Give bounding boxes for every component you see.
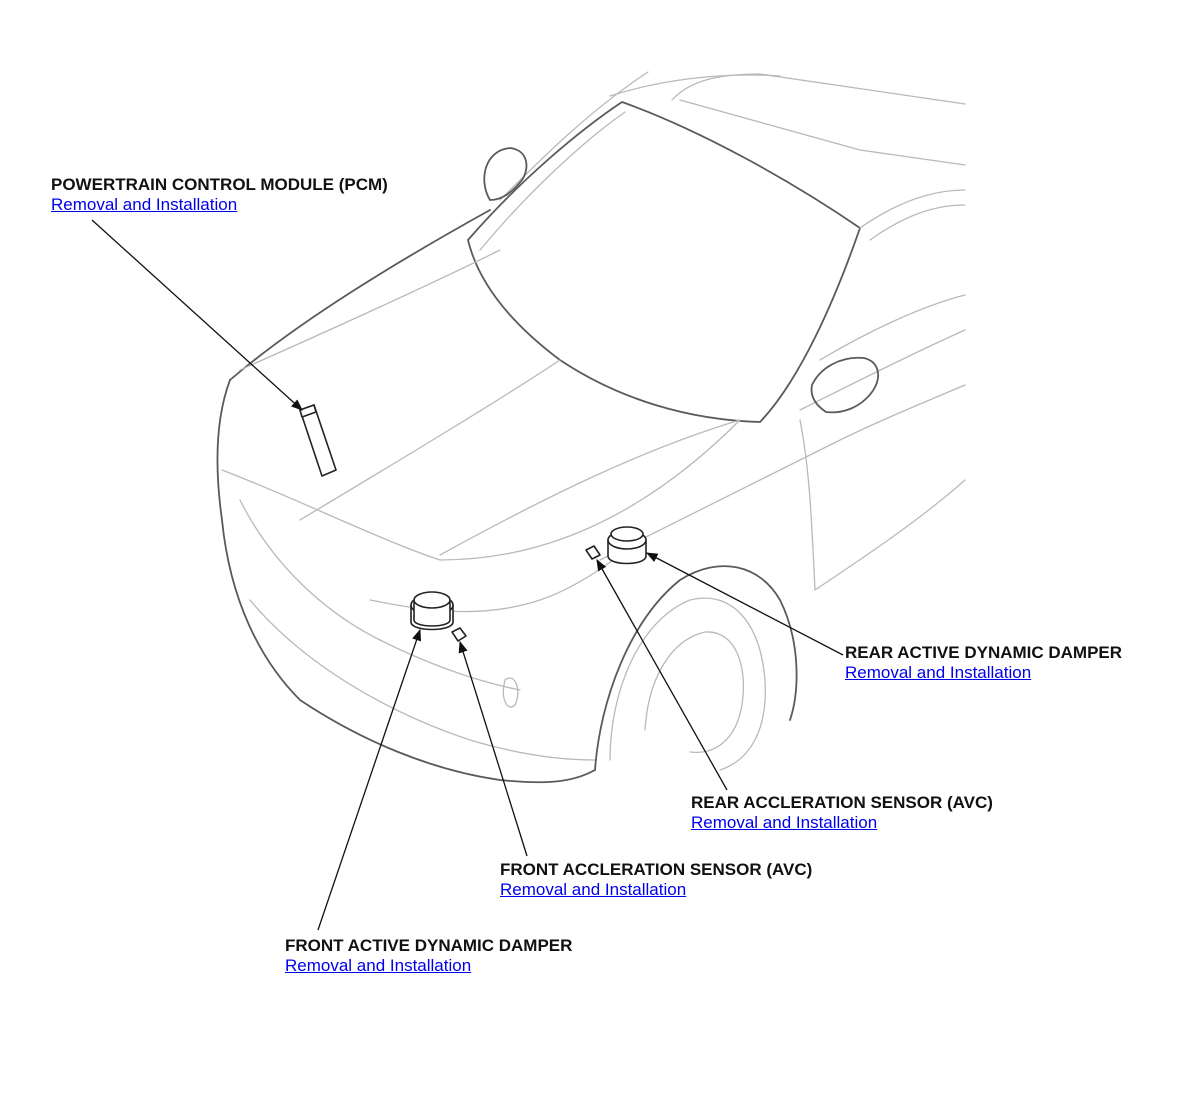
rear-sensor-callout: REAR ACCLERATION SENSOR (AVC) Removal an… bbox=[691, 793, 993, 834]
rear-damper-title: REAR ACTIVE DYNAMIC DAMPER bbox=[845, 643, 1123, 662]
front-grille bbox=[239, 499, 521, 691]
rear-sensor-removal-link[interactable]: Removal and Installation bbox=[691, 813, 878, 832]
front-damper-leader bbox=[317, 628, 422, 931]
side-window bbox=[799, 294, 966, 411]
pcm-title: POWERTRAIN CONTROL MODULE (PCM) bbox=[51, 175, 388, 194]
front-sensor-removal-link[interactable]: Removal and Installation bbox=[500, 880, 687, 899]
front-fascia bbox=[216, 379, 596, 784]
hood-crease-2 bbox=[299, 359, 561, 521]
hood-front bbox=[221, 419, 741, 561]
windshield-top bbox=[467, 101, 861, 241]
headlight bbox=[369, 554, 621, 613]
leader-lines bbox=[91, 219, 844, 931]
fender-line bbox=[599, 384, 966, 561]
windshield-inner bbox=[479, 111, 626, 251]
pcm-module[interactable] bbox=[299, 404, 337, 477]
front-damper-callout: FRONT ACTIVE DYNAMIC DAMPER Removal and … bbox=[285, 936, 572, 977]
vehicle-outline bbox=[216, 71, 966, 784]
rear-sensor-leader bbox=[596, 558, 728, 791]
pcm-leader bbox=[91, 219, 303, 411]
front-active-dynamic-damper[interactable] bbox=[410, 591, 454, 631]
front-damper-removal-link[interactable]: Removal and Installation bbox=[285, 956, 472, 975]
front-acceleration-sensor[interactable] bbox=[451, 627, 467, 642]
roof-line-inner bbox=[609, 74, 781, 97]
front-rim bbox=[644, 631, 745, 754]
hood-crease-1 bbox=[239, 249, 501, 371]
fog-light bbox=[502, 677, 519, 708]
a-pillar bbox=[859, 189, 966, 241]
sunroof bbox=[671, 73, 966, 166]
front-sensor-title: FRONT ACCLERATION SENSOR (AVC) bbox=[500, 860, 813, 879]
door-line bbox=[799, 419, 966, 591]
left-mirror bbox=[483, 147, 528, 201]
front-sensor-callout: FRONT ACCLERATION SENSOR (AVC) Removal a… bbox=[500, 860, 812, 901]
right-mirror bbox=[810, 356, 879, 414]
pcm-callout: POWERTRAIN CONTROL MODULE (PCM) Removal … bbox=[51, 175, 388, 216]
pcm-removal-link[interactable]: Removal and Installation bbox=[51, 195, 238, 214]
front-sensor-leader bbox=[458, 640, 528, 857]
rear-damper-removal-link[interactable]: Removal and Installation bbox=[845, 663, 1032, 682]
front-damper-title: FRONT ACTIVE DYNAMIC DAMPER bbox=[285, 936, 573, 955]
fascia-lower bbox=[249, 599, 596, 761]
rear-sensor-title: REAR ACCLERATION SENSOR (AVC) bbox=[691, 793, 993, 812]
windshield-bottom bbox=[467, 227, 861, 423]
rear-damper-leader bbox=[645, 552, 844, 656]
rear-active-dynamic-damper[interactable] bbox=[607, 526, 647, 565]
hood-crease-3 bbox=[439, 419, 741, 556]
roof-line bbox=[499, 71, 649, 201]
rear-damper-callout: REAR ACTIVE DYNAMIC DAMPER Removal and I… bbox=[845, 643, 1122, 684]
wheel-arch bbox=[594, 565, 798, 771]
front-tire bbox=[609, 597, 766, 771]
rear-acceleration-sensor[interactable] bbox=[585, 545, 601, 560]
hood-edge bbox=[229, 209, 491, 381]
